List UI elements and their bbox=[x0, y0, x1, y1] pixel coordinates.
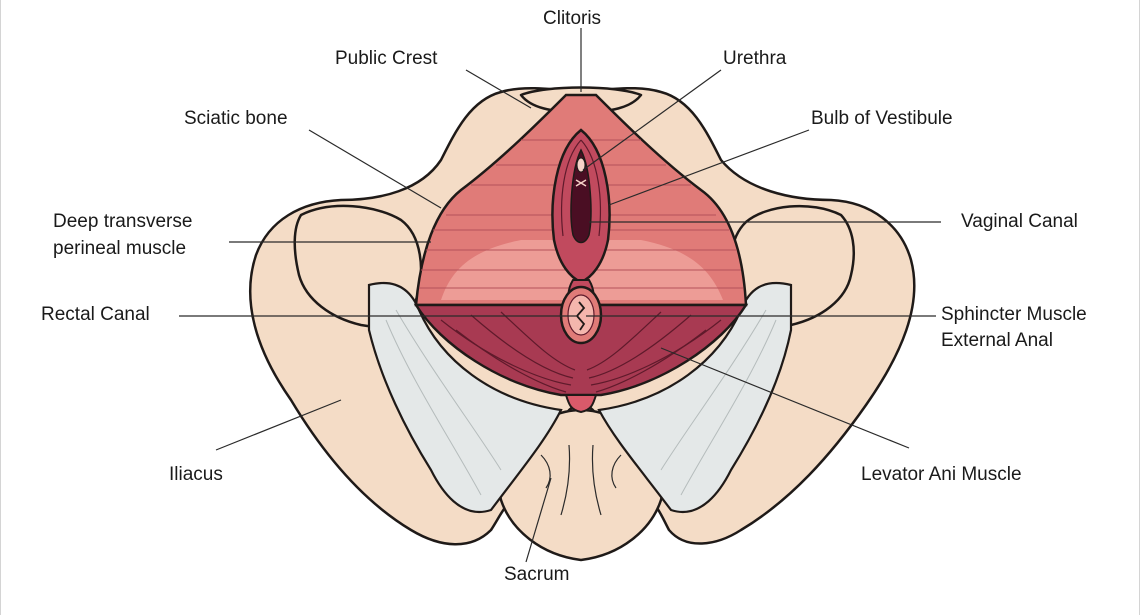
label-levator-ani: Levator Ani Muscle bbox=[861, 464, 1022, 486]
central-structures bbox=[552, 130, 609, 343]
label-deep-transverse-2: perineal muscle bbox=[53, 238, 186, 260]
label-vaginal-canal: Vaginal Canal bbox=[961, 211, 1078, 233]
label-sacrum: Sacrum bbox=[504, 564, 569, 586]
label-public-crest: Public Crest bbox=[335, 48, 437, 70]
label-rectal-canal: Rectal Canal bbox=[41, 304, 150, 326]
label-sciatic-bone: Sciatic bone bbox=[184, 108, 288, 130]
label-iliacus: Iliacus bbox=[169, 464, 223, 486]
label-bulb-of-vestibule: Bulb of Vestibule bbox=[811, 108, 953, 130]
label-deep-transverse-1: Deep transverse bbox=[53, 211, 192, 233]
label-sphincter-2: External Anal bbox=[941, 330, 1053, 352]
label-urethra: Urethra bbox=[723, 48, 786, 70]
label-sphincter-1: Sphincter Muscle bbox=[941, 304, 1087, 326]
label-clitoris: Clitoris bbox=[543, 8, 601, 30]
